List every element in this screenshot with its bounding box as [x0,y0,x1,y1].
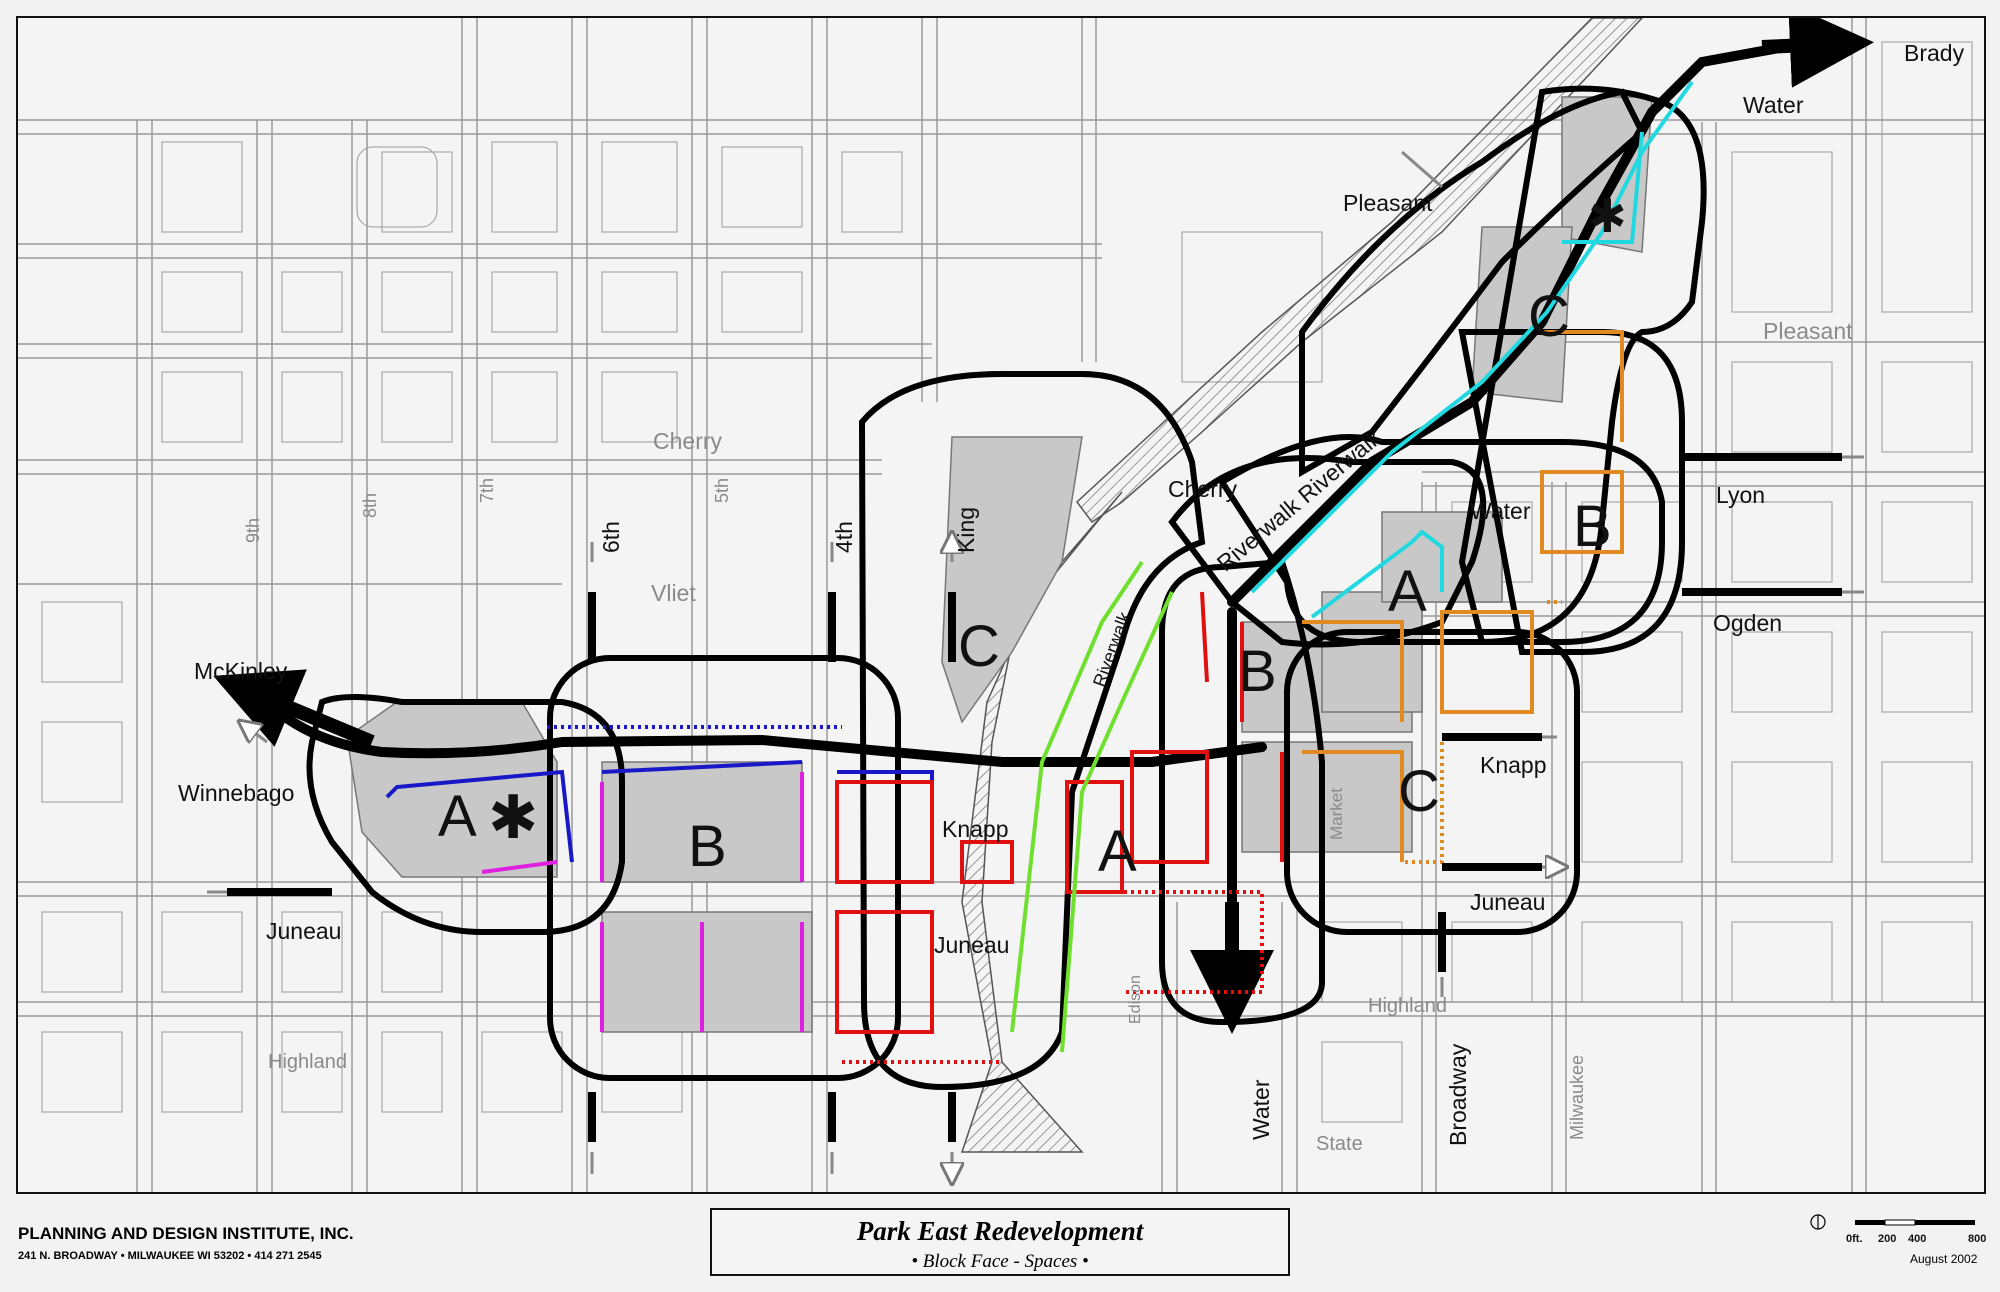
street-juneau-west: Juneau [266,918,342,944]
street-juneau-east: Juneau [1470,889,1546,915]
street-knapp-mid: Knapp [942,816,1009,842]
scale-label-0: 0ft. [1846,1233,1863,1245]
street-broadway: Broadway [1445,1043,1471,1146]
street-5th: 5th [712,477,732,503]
district-a-ne: A [1388,559,1427,624]
street-lyon: Lyon [1716,482,1766,508]
street-6th: 6th [598,521,624,553]
street-market: Market [1327,788,1346,840]
district-b-west: B [688,814,727,879]
street-4th: 4th [831,521,857,553]
firm-name: PLANNING AND DESIGN INSTITUTE, INC. [18,1224,354,1243]
scale-label-400: 400 [1908,1233,1927,1245]
street-juneau-mid: Juneau [934,932,1010,958]
title-block: PLANNING AND DESIGN INSTITUTE, INC. 241 … [0,1196,2000,1292]
district-c-center: C [958,614,1000,679]
street-water-south: Water [1248,1079,1274,1141]
north-arrow-and-scale [1810,1214,1975,1230]
anchor-star-icon: ✱ [1588,190,1627,242]
scale-label-200: 200 [1878,1233,1897,1245]
street-water-mid: Water [1470,498,1531,524]
block-faces [385,80,1694,1053]
zone-outlines [306,85,1707,1091]
street-cherry-gray: Cherry [653,428,723,454]
mckinley-arrow [213,669,375,749]
street-knapp-east: Knapp [1480,752,1547,778]
gray-street-arrows [207,150,1864,1174]
project-subtitle: • Block Face - Spaces • [911,1251,1089,1272]
street-highland-east: Highland [1368,995,1447,1017]
firm-address: 241 N. BROADWAY • MILWAUKEE WI 53202 • 4… [18,1250,322,1262]
district-a-west: A [438,784,477,849]
background-street-grid [18,18,1984,1192]
street-cherry: Cherry [1168,476,1238,502]
district-b-center: B [1238,639,1277,704]
street-state: State [1316,1133,1363,1155]
district-a-center: A [1098,819,1137,884]
street-7th: 7th [477,477,497,503]
street-king: King [953,506,979,553]
street-pleasant: Pleasant [1343,190,1433,216]
street-brady: Brady [1904,40,1965,66]
district-b-ne: B [1573,494,1612,559]
street-winnebago: Winnebago [178,780,295,806]
street-milwaukee: Milwaukee [1567,1054,1587,1140]
dotted-block-faces [547,600,1562,1064]
scale-label-800: 800 [1968,1233,1987,1245]
district-c-ne: C [1528,284,1570,349]
development-blocks [346,96,1653,1033]
street-highland-west: Highland [268,1051,347,1073]
street-mckinley: McKinley [194,658,288,684]
street-vliet: Vliet [651,580,696,606]
street-8th: 8th [360,492,380,518]
map-frame: A ✱ B C A B A B C ✱ C Brady Water Pleasa… [16,16,1986,1194]
project-title: Park East Redevelopment [856,1216,1144,1246]
street-ogden: Ogden [1713,610,1783,636]
anchor-star-icon: ✱ [488,784,539,851]
street-pleasant-gray: Pleasant [1763,318,1853,344]
river-hatch-band [1075,18,1644,524]
street-water-ne: Water [1743,92,1804,118]
scale-bar: 0ft. 200 400 800 [1810,1208,1990,1248]
plan-date: August 2002 [1910,1252,1978,1266]
cross-street-bars [227,453,1842,1142]
street-edison: Edison [1127,975,1144,1024]
title-box: Park East Redevelopment • Block Face - S… [710,1208,1290,1276]
street-9th: 9th [243,517,263,543]
brady-arrow [1761,18,1874,88]
site-plan [18,18,1984,1192]
district-c-east: C [1398,759,1440,824]
